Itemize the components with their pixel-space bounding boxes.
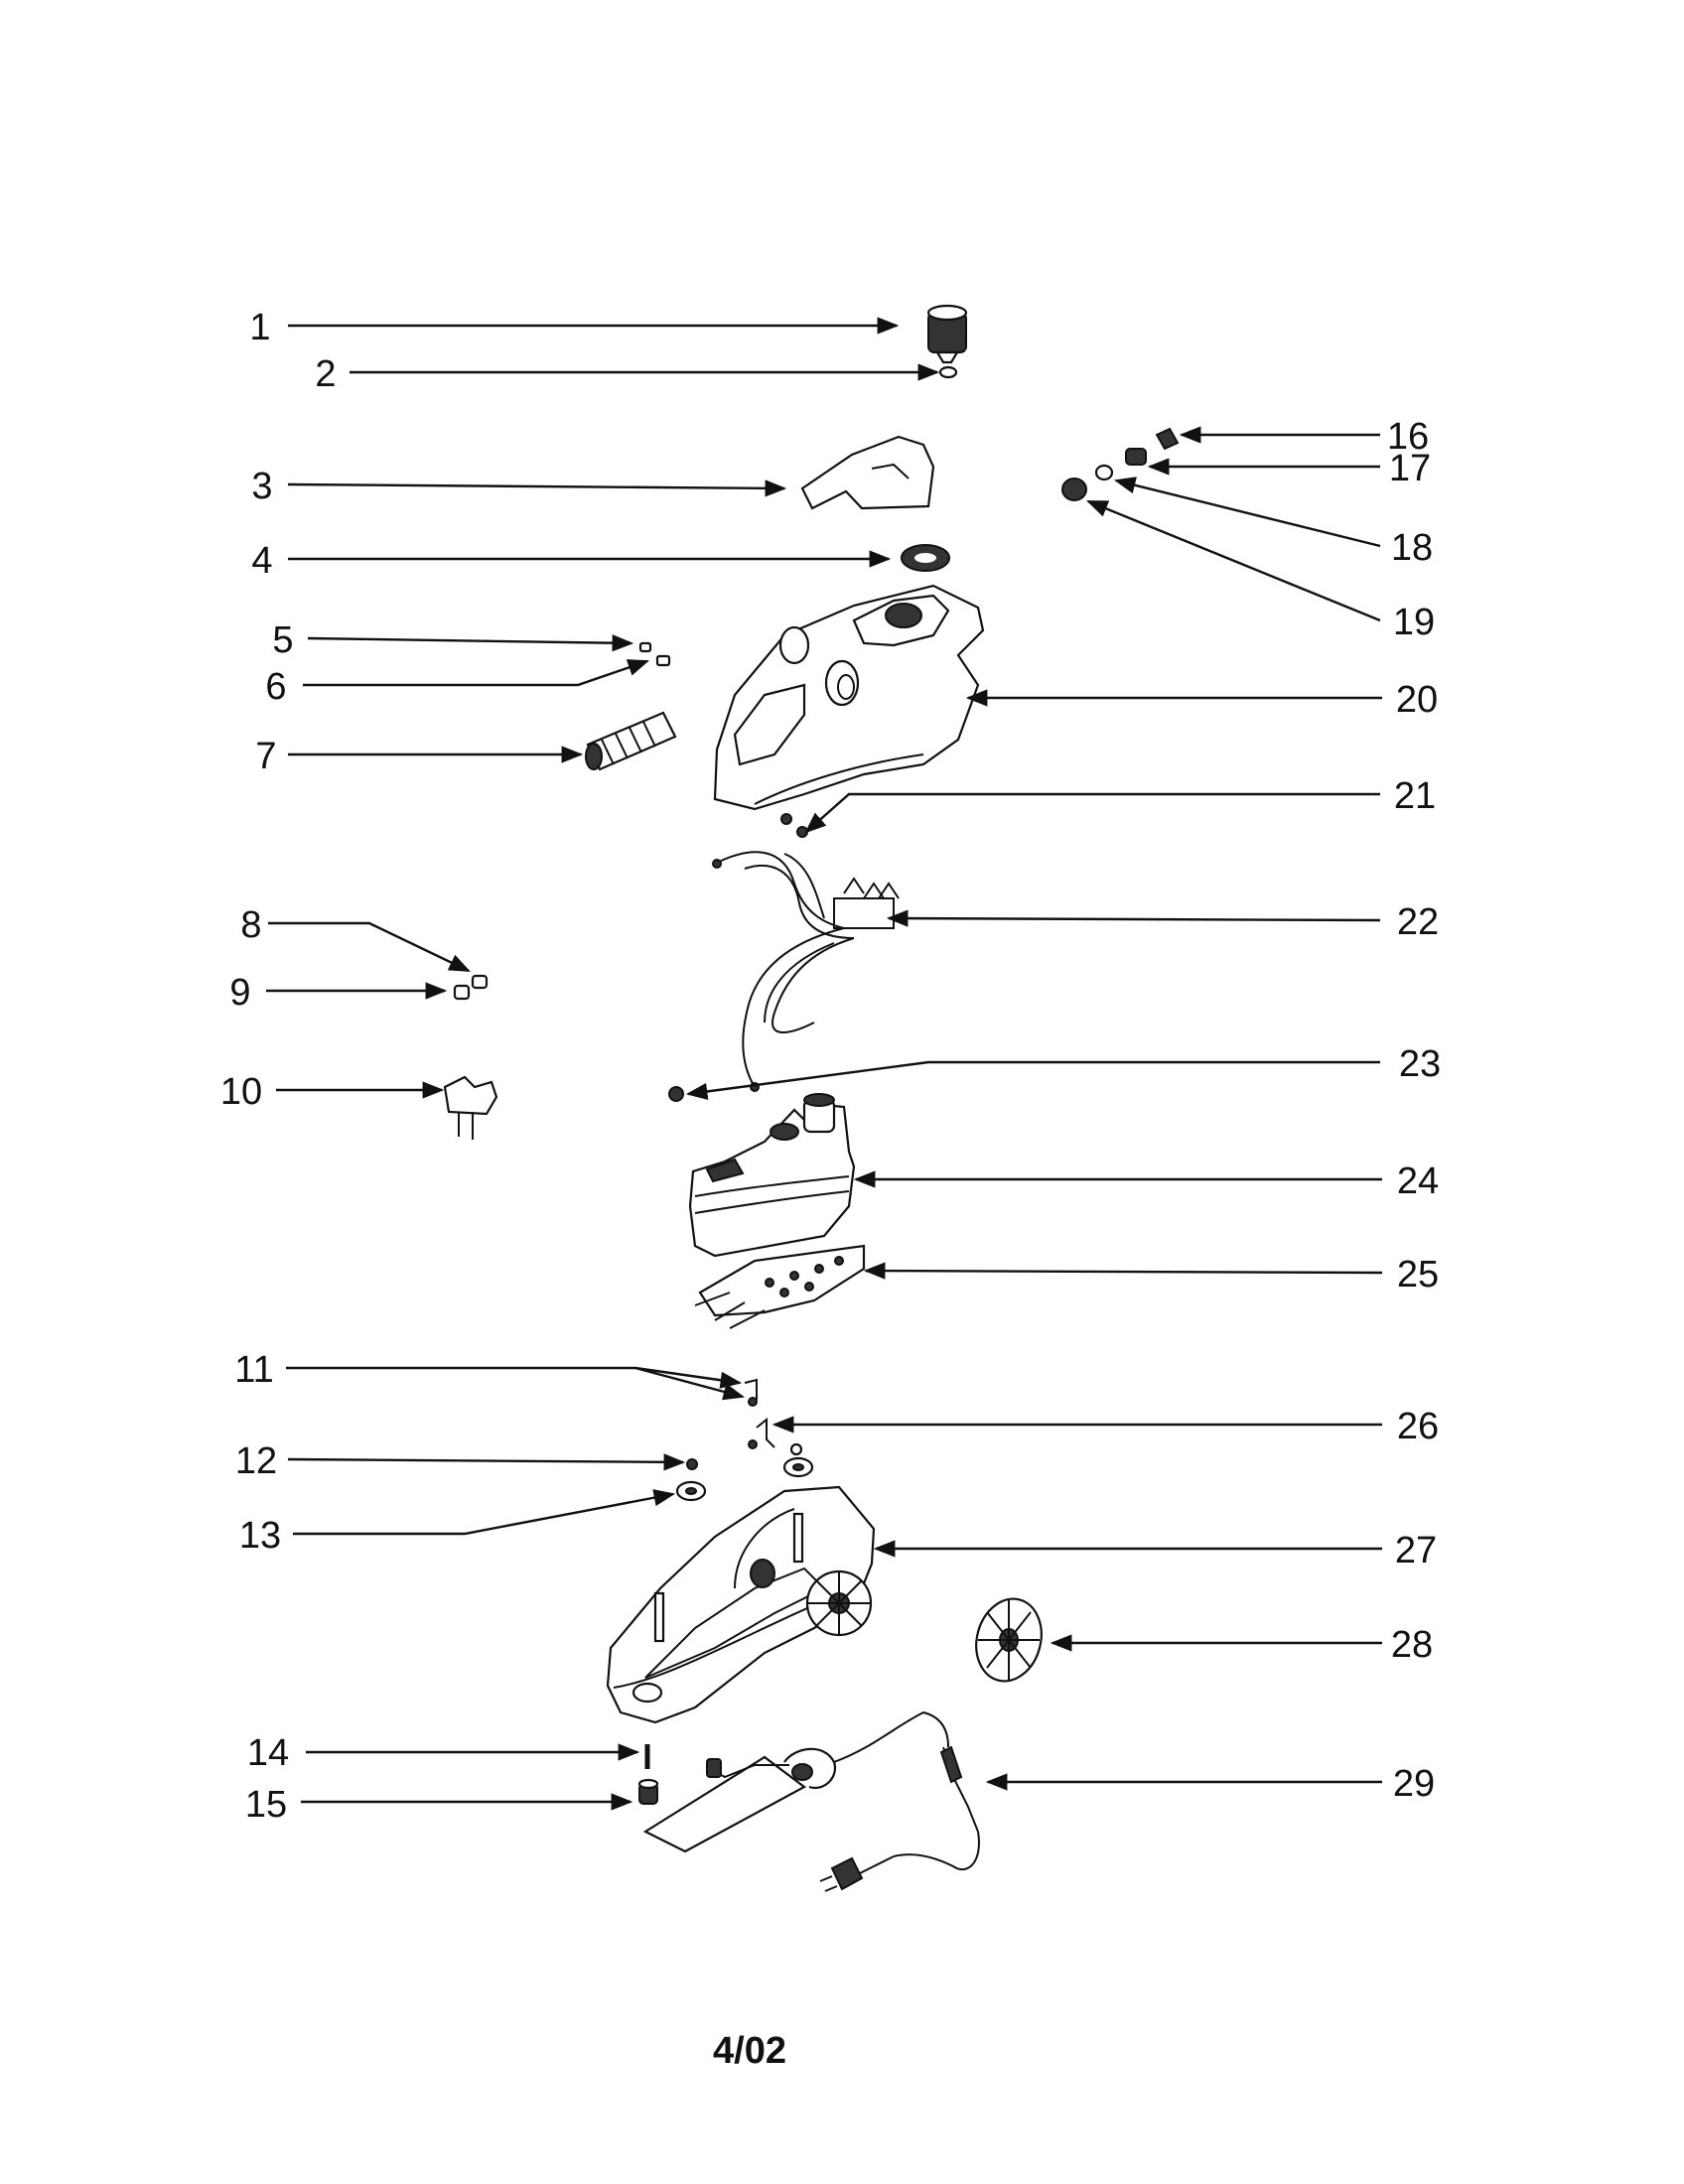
leader-22 [886,909,1381,927]
part-3-handle [800,435,935,510]
callout-9: 9 [229,972,250,1014]
part-21-screw-b [796,826,808,838]
callout-24: 24 [1397,1160,1439,1202]
leader-6 [303,659,650,687]
callout-17: 17 [1389,448,1431,489]
callout-10: 10 [220,1071,262,1113]
part-26-bracket [748,1417,803,1456]
part-5-plug [638,641,652,653]
leader-12 [287,1453,686,1471]
part-21-screw-a [780,813,792,825]
callout-5: 5 [272,619,293,661]
callout-11: 11 [234,1349,273,1391]
part-17-nut [1125,448,1147,466]
callout-26: 26 [1397,1406,1439,1447]
part-15-cap [637,1778,659,1805]
callout-28: 28 [1391,1624,1433,1666]
leader-11a [634,1366,743,1389]
callout-12: 12 [235,1440,277,1482]
part-8-switch-cap [471,974,489,990]
part-13-foot [675,1480,707,1502]
callout-23: 23 [1399,1043,1441,1085]
part-1-knob [926,304,968,364]
leader-18 [1113,477,1381,548]
part-6-plug [655,654,671,667]
callout-6: 6 [265,666,286,708]
callout-19: 19 [1393,602,1435,643]
callout-14: 14 [247,1732,289,1774]
callout-22: 22 [1397,901,1439,943]
part-10-rocker-switch [443,1075,498,1140]
base-wheel [805,1570,873,1637]
leader-25 [863,1262,1383,1280]
footer-date-code: 4/02 [713,2030,786,2072]
callout-13: 13 [239,1515,281,1557]
callout-2: 2 [315,353,336,395]
leader-5 [307,634,634,652]
leader-13 [293,1489,676,1536]
leader-23 [685,1060,1380,1101]
callout-7: 7 [255,736,276,777]
callout-8: 8 [240,904,261,946]
part-25-heater-plate [694,1244,866,1329]
callout-3: 3 [251,466,272,507]
part-illustrations [443,304,1180,1892]
leader-19 [1086,499,1381,622]
callout-1: 1 [249,307,270,348]
part-20-top-cover [713,584,985,811]
part-24-water-tank [688,1093,856,1258]
part-9-switch-body [453,984,471,1001]
leader-21 [804,792,1380,834]
part-2-washer [938,365,958,379]
callout-4: 4 [251,540,272,582]
part-18-washer [1094,464,1114,481]
part-16-clip [1155,427,1180,451]
part-28-wheel [975,1597,1043,1683]
part-22-wiring-harness [712,851,900,1092]
callout-20: 20 [1396,679,1438,721]
callout-29: 29 [1393,1763,1435,1805]
part-27-base-housing [606,1485,876,1724]
leader-lines [266,317,1383,1811]
leader-11b [634,1366,746,1401]
part-7-spring [585,711,677,771]
callout-15: 15 [245,1784,287,1826]
part-29-power-cord-assembly [642,1710,980,1892]
part-12-screw [686,1458,698,1470]
part-23-nut [668,1086,684,1102]
part-19-valve [1061,478,1087,501]
part-11-clip [744,1378,758,1407]
callout-labels: 1 2 3 4 5 6 7 8 9 10 11 12 13 14 15 16 1… [220,307,1441,1826]
callout-25: 25 [1397,1254,1439,1296]
part-13-foot-b [782,1456,814,1478]
callout-18: 18 [1391,527,1433,569]
callout-16: 16 [1387,416,1429,458]
part-4-gasket [901,544,950,572]
leader-8 [268,921,471,973]
callout-21: 21 [1394,775,1436,817]
callout-27: 27 [1395,1530,1437,1571]
leader-3 [287,479,787,497]
